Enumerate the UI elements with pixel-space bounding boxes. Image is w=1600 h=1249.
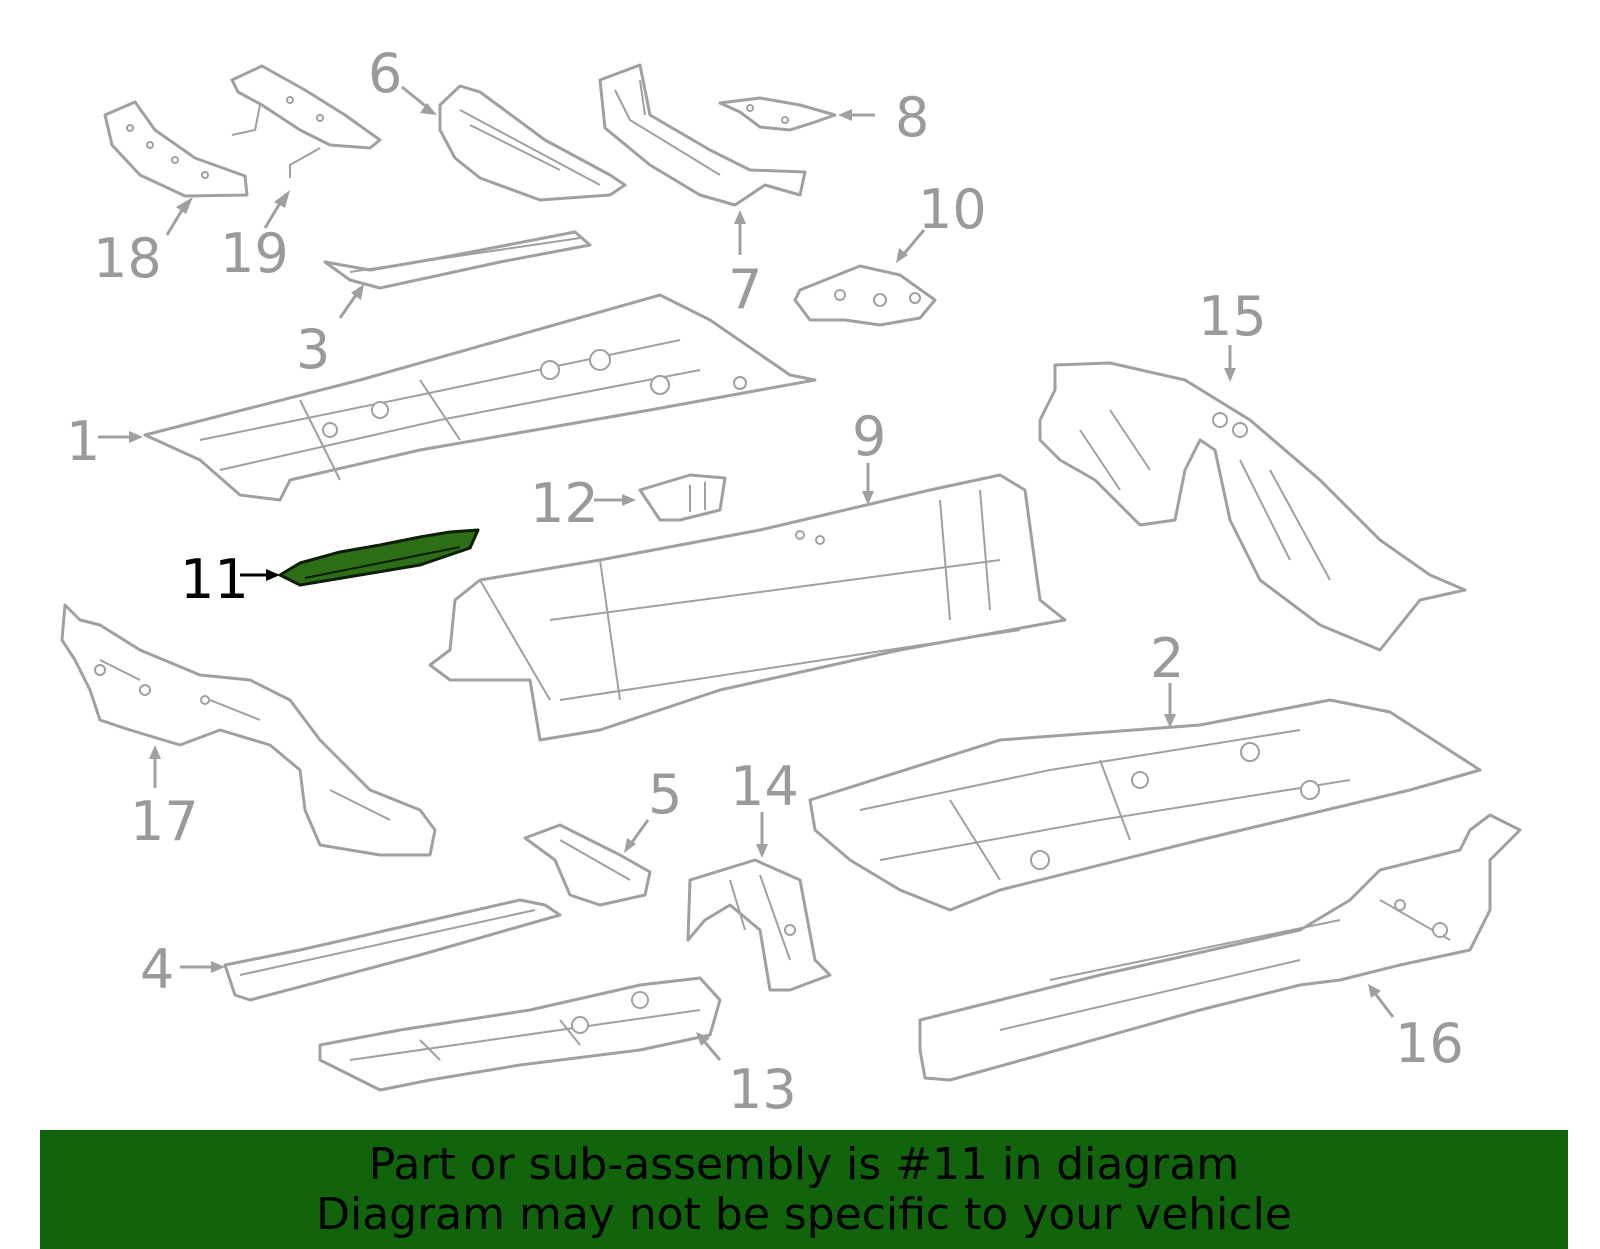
callout-8: 8 bbox=[895, 86, 929, 149]
part-3[interactable] bbox=[323, 230, 592, 290]
callout-11: 11 bbox=[180, 548, 249, 611]
callout-leader-11 bbox=[240, 569, 280, 581]
part-2[interactable] bbox=[808, 698, 1482, 912]
callout-15: 15 bbox=[1198, 285, 1267, 348]
callout-14: 14 bbox=[730, 755, 799, 818]
callout-16: 16 bbox=[1395, 1012, 1464, 1075]
part-12[interactable] bbox=[638, 473, 727, 522]
part-17[interactable] bbox=[60, 603, 437, 857]
callout-6: 6 bbox=[368, 42, 402, 105]
callout-leaders bbox=[98, 85, 1395, 1061]
part-10[interactable] bbox=[793, 264, 937, 327]
info-banner: Part or sub-assembly is #11 in diagram D… bbox=[40, 1130, 1568, 1249]
part-7[interactable] bbox=[598, 63, 807, 207]
part-15[interactable] bbox=[1038, 361, 1467, 652]
part-9[interactable] bbox=[428, 473, 1067, 742]
callout-2: 2 bbox=[1150, 627, 1184, 690]
callout-4: 4 bbox=[140, 938, 174, 1001]
part-8[interactable] bbox=[718, 96, 837, 132]
callout-10: 10 bbox=[918, 178, 987, 241]
callout-7: 7 bbox=[728, 258, 762, 321]
part-4[interactable] bbox=[223, 898, 562, 1002]
part-18[interactable] bbox=[103, 100, 249, 198]
parts-diagram: 18 19 6 7 8 10 3 1 15 9 12 11 17 2 5 14 … bbox=[60, 42, 1522, 1121]
callout-18: 18 bbox=[93, 227, 162, 290]
callout-19: 19 bbox=[220, 222, 289, 285]
callout-3: 3 bbox=[296, 318, 330, 381]
callout-labels: 18 19 6 7 8 10 3 1 15 9 12 11 17 2 5 14 … bbox=[66, 42, 1464, 1121]
part-14[interactable] bbox=[686, 858, 832, 992]
part-6[interactable] bbox=[438, 84, 627, 202]
banner-line-2: Diagram may not be specific to your vehi… bbox=[316, 1189, 1292, 1240]
callout-9: 9 bbox=[852, 405, 886, 468]
part-11[interactable] bbox=[278, 528, 480, 587]
part-5[interactable] bbox=[523, 823, 652, 907]
callout-1: 1 bbox=[66, 410, 100, 473]
part-1[interactable] bbox=[143, 293, 817, 502]
callout-5: 5 bbox=[648, 763, 682, 826]
part-13[interactable] bbox=[318, 976, 722, 1092]
callout-17: 17 bbox=[130, 790, 199, 853]
part-16[interactable] bbox=[918, 813, 1522, 1082]
callout-12: 12 bbox=[530, 472, 599, 535]
callout-13: 13 bbox=[728, 1058, 797, 1121]
banner-line-1: Part or sub-assembly is #11 in diagram bbox=[368, 1139, 1240, 1190]
part-19[interactable] bbox=[230, 64, 382, 178]
